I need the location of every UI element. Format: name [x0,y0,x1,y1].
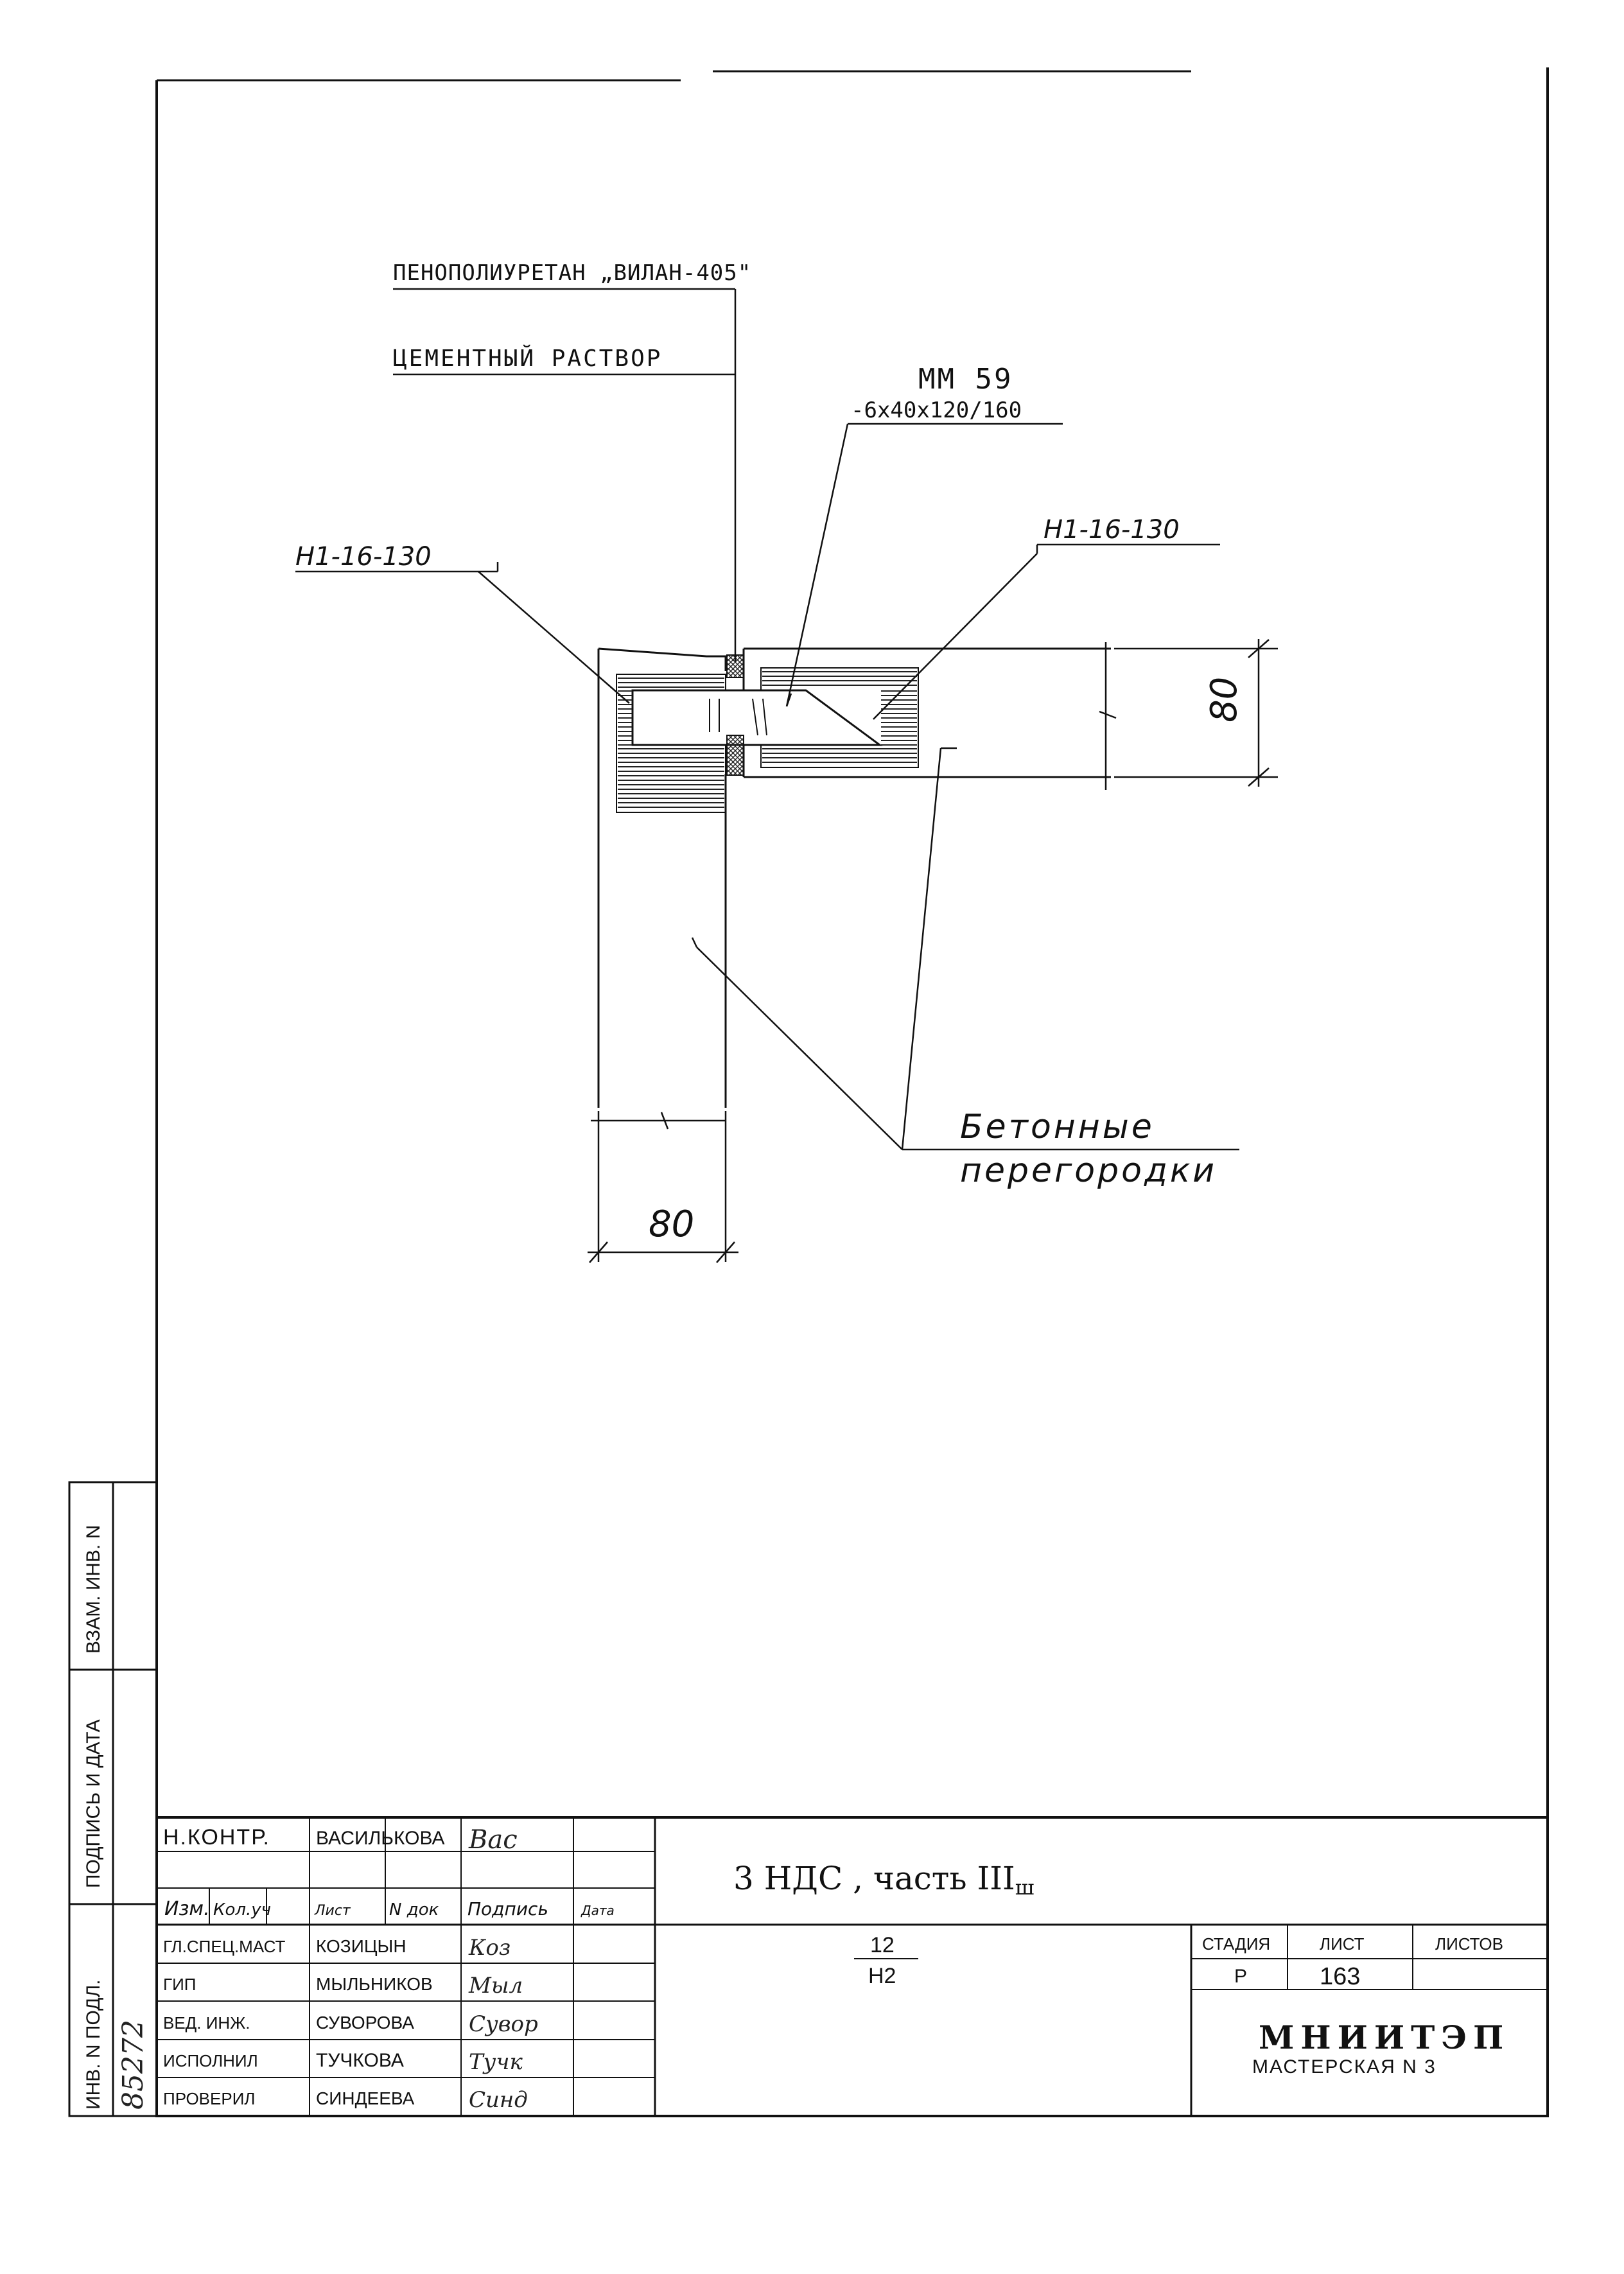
callout-plate-size: -6х40х120/160 [851,398,1022,423]
tb-hdr-izm: Изм. [164,1898,210,1920]
dimension-horizontal-80: 80 [649,1203,694,1245]
sheet-frame [155,67,1549,2117]
tb-row3-name: ТУЧКОВА [316,2050,404,2071]
tb-hdr-kol: Кол.уч [213,1900,271,1920]
tb-row3-role: ИСПОЛНИЛ [163,2051,258,2070]
side-stamp-column [68,1481,158,2117]
tb-stage-value: Р [1234,1966,1247,1987]
tb-hdr-ndok: N док [389,1900,439,1920]
tb-row1-name: МЫЛЬНИКОВ [316,1974,433,1994]
tb-hdr-podpis: Подпись [467,1898,548,1920]
tb-row4-name: СИНДЕЕВА [316,2088,415,2108]
tb-code-bottom: Н2 [868,1964,896,1988]
tb-title-main: 3 НДС , часть III [733,1860,1015,1897]
tb-row2-role: ВЕД. ИНЖ. [163,2013,250,2033]
tb-row2-name: СУВОРОВА [316,2013,414,2033]
callout-partitions-line1: Бетонные [960,1108,1155,1146]
joint-pattern [727,655,744,775]
tb-row2-sign: Сувор [469,2011,538,2037]
tb-sheet-value: 163 [1320,1963,1360,1990]
tb-workshop: МАСТЕРСКАЯ N 3 [1252,2056,1436,2077]
callout-foam: ПЕНОПОЛИУРЕТАН „ВИЛАН-405" [393,260,751,286]
tb-hdr-list: Лист [314,1903,351,1919]
tb-org: МНИИТЭП [1259,2018,1510,2056]
section-detail [597,647,1111,1108]
leader-lines [295,288,1239,1151]
tb-sign-nkontr: Вас [468,1825,518,1855]
tb-row1-role: ГИП [163,1975,196,1994]
callout-mortar: ЦЕМЕНТНЫЙ РАСТВОР [393,345,662,372]
callout-plate-mark: ММ 59 [918,363,1013,396]
callout-anchor-right: Н1-16-130 [1043,515,1180,545]
tb-sheet-label: ЛИСТ [1320,1934,1365,1954]
tb-hdr-data: Дата [581,1903,615,1918]
tb-name-nkontr: ВАСИЛЬКОВА [316,1828,444,1849]
stamp-podpis-data: ПОДПИСЬ И ДАТА [83,1719,104,1888]
callout-partitions-line2: перегородки [960,1151,1217,1190]
tb-row3-sign: Тучк [469,2049,523,2075]
tb-row4-sign: Синд [469,2087,528,2113]
tb-sheets-label: ЛИСТОВ [1435,1934,1503,1954]
tb-row0-sign: Коз [468,1935,511,1961]
tb-title-sub: ш [1015,1875,1035,1900]
tb-row1-sign: Мыл [468,1973,523,1998]
stamp-inv-number: 85272 [117,2020,150,2110]
tb-stage-label: СТАДИЯ [1202,1934,1270,1954]
callout-anchor-left: Н1-16-130 [295,542,432,572]
hatching [618,671,917,808]
dimension-vertical-80: 80 [1203,677,1245,722]
title-block [155,1816,1549,2117]
tb-code-top: 12 [870,1933,895,1957]
tb-row4-role: ПРОВЕРИЛ [163,2089,255,2108]
dimension-lines [588,639,1278,1263]
tb-title: 3 НДС , часть IIIш [733,1860,1035,1900]
tb-row0-role: ГЛ.СПЕЦ.МАСТ [163,1937,286,1956]
tb-row0-name: КОЗИЦЫН [316,1936,406,1956]
stamp-vzam-inv: ВЗАМ. ИНВ. N [83,1525,104,1654]
tb-role-nkontr: Н.КОНТР. [163,1825,270,1850]
stamp-inv-podl: ИНВ. N ПОДЛ. [83,1980,104,2110]
